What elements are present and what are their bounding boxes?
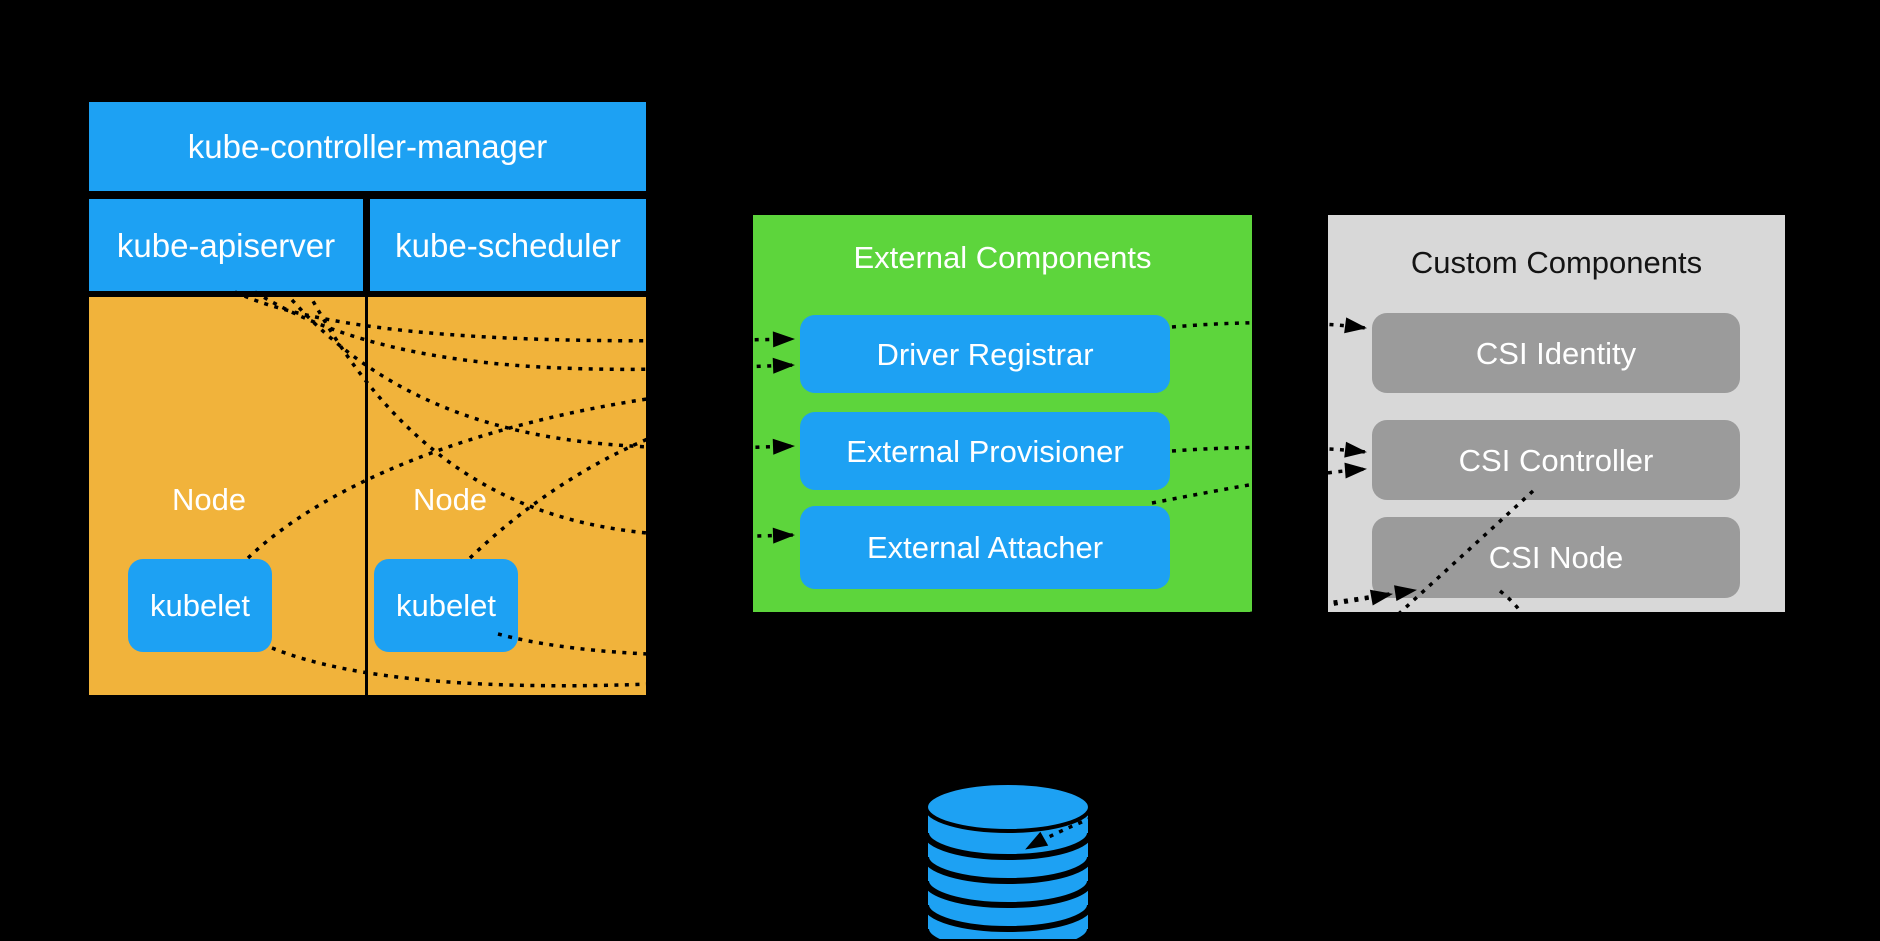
- conn-csi-node-to-database: [1025, 589, 1530, 851]
- node-1-label: Node: [171, 482, 247, 517]
- node-2-label: Node: [412, 482, 488, 517]
- driver-registrar-label: Driver Registrar: [876, 336, 1094, 372]
- csi-identity-label: CSI Identity: [1475, 335, 1637, 371]
- kube-controller-manager-box: kube-controller-manager: [89, 102, 646, 191]
- external-attacher-label: External Attacher: [866, 530, 1104, 565]
- csi-node-label: CSI Node: [1488, 540, 1624, 575]
- kube-scheduler-box: kube-scheduler: [370, 199, 646, 291]
- csi-identity-box: CSI Identity: [1372, 313, 1740, 393]
- kube-apiserver-box: kube-apiserver: [89, 199, 363, 291]
- external-provisioner-box: External Provisioner: [800, 412, 1170, 490]
- driver-registrar-box: Driver Registrar: [800, 315, 1170, 393]
- csi-controller-label: CSI Controller: [1458, 442, 1654, 478]
- kube-controller-manager-label: kube-controller-manager: [187, 128, 548, 165]
- external-attacher-box: External Attacher: [800, 506, 1170, 589]
- csi-node-box: CSI Node: [1372, 517, 1740, 598]
- external-provisioner-label: External Provisioner: [846, 433, 1124, 469]
- custom-components-title: Custom Components: [1410, 245, 1703, 280]
- kubelet-2-label: kubelet: [396, 588, 496, 623]
- csi-controller-box: CSI Controller: [1372, 420, 1740, 500]
- kube-apiserver-label: kube-apiserver: [116, 226, 336, 264]
- kubelet-2-box: kubelet: [374, 559, 518, 652]
- kubelet-1-label: kubelet: [150, 588, 250, 623]
- database-cylinder-icon: [923, 781, 1093, 941]
- kube-scheduler-label: kube-scheduler: [395, 226, 621, 264]
- external-components-title: External Components: [853, 240, 1152, 275]
- kubelet-1-box: kubelet: [128, 559, 272, 652]
